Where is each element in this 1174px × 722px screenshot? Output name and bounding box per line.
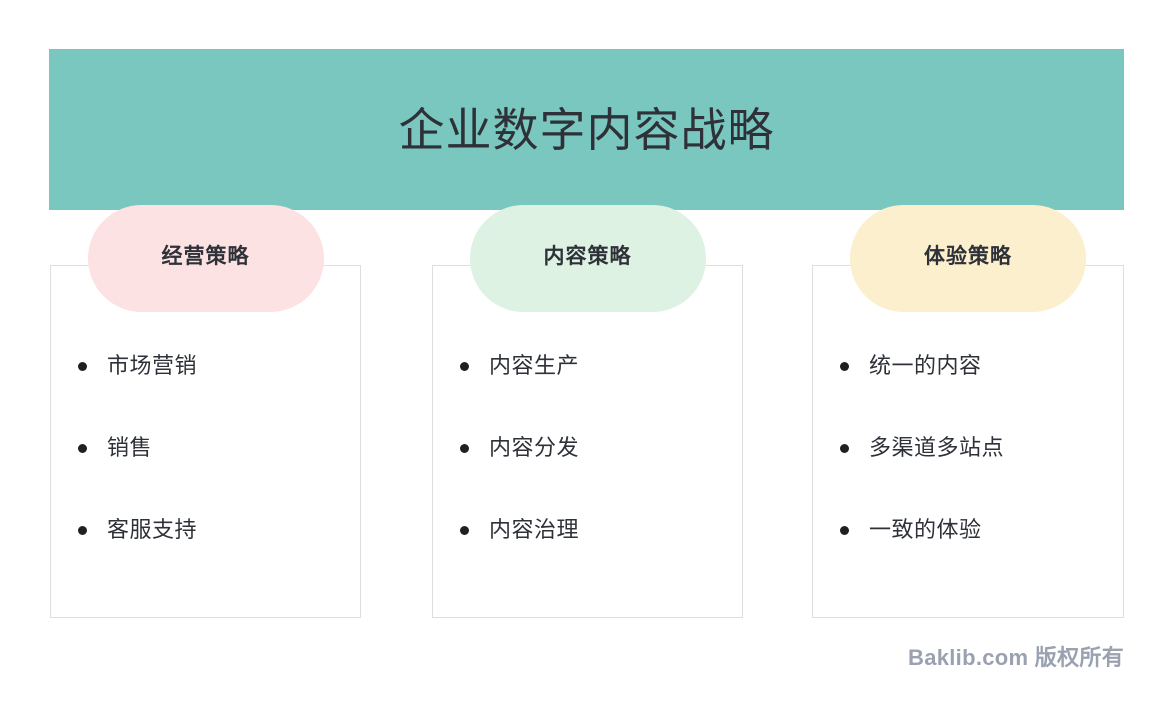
bullet-dot-icon [840, 444, 849, 453]
list-item-label: 销售 [107, 435, 153, 460]
list-item-label: 内容分发 [489, 435, 580, 460]
bullet-dot-icon [460, 444, 469, 453]
strategy-column-2: 内容生产 内容分发 内容治理 内容策略 [432, 205, 743, 618]
strategy-column-3: 统一的内容 多渠道多站点 一致的体验 体验策略 [812, 205, 1124, 618]
copyright-watermark: Baklib.com 版权所有 [908, 645, 1124, 670]
list-item: 销售 [78, 435, 361, 517]
strategy-pill-2: 内容策略 [469, 205, 706, 312]
strategy-list-3: 统一的内容 多渠道多站点 一致的体验 [812, 265, 1124, 618]
strategy-pill-label-2: 内容策略 [543, 245, 632, 268]
strategy-pill-label-3: 体验策略 [924, 245, 1012, 268]
page-title: 企业数字内容战略 [398, 104, 775, 156]
header-banner: 企业数字内容战略 [49, 49, 1124, 210]
list-item: 多渠道多站点 [840, 435, 1124, 517]
list-item: 统一的内容 [840, 353, 1124, 435]
bullet-dot-icon [460, 362, 469, 371]
bullet-dot-icon [78, 362, 87, 371]
strategy-card-2 [432, 265, 743, 618]
list-item-label: 一致的体验 [869, 517, 982, 542]
bullet-dot-icon [840, 526, 849, 535]
strategy-pill-label-1: 经营策略 [161, 245, 250, 268]
bullet-dot-icon [460, 526, 469, 535]
list-item: 内容分发 [460, 435, 743, 517]
strategy-card-3 [812, 265, 1124, 618]
list-item: 内容生产 [460, 353, 743, 435]
bullet-dot-icon [78, 444, 87, 453]
list-item: 市场营销 [78, 353, 361, 435]
list-item-label: 市场营销 [107, 353, 198, 378]
list-item-label: 内容治理 [489, 517, 580, 542]
strategy-card-1 [50, 265, 361, 618]
list-item-label: 多渠道多站点 [869, 435, 1005, 460]
list-item: 客服支持 [78, 517, 361, 599]
strategy-pill-1: 经营策略 [87, 205, 324, 312]
strategy-list-2: 内容生产 内容分发 内容治理 [432, 265, 743, 618]
strategy-list-1: 市场营销 销售 客服支持 [50, 265, 361, 618]
list-item-label: 统一的内容 [869, 353, 982, 378]
list-item-label: 内容生产 [489, 353, 580, 378]
list-item: 一致的体验 [840, 517, 1124, 599]
strategy-pill-3: 体验策略 [850, 205, 1086, 312]
list-item: 内容治理 [460, 517, 743, 599]
bullet-dot-icon [78, 526, 87, 535]
strategy-column-1: 市场营销 销售 客服支持 经营策略 [50, 205, 361, 618]
list-item-label: 客服支持 [107, 517, 198, 542]
bullet-dot-icon [840, 362, 849, 371]
